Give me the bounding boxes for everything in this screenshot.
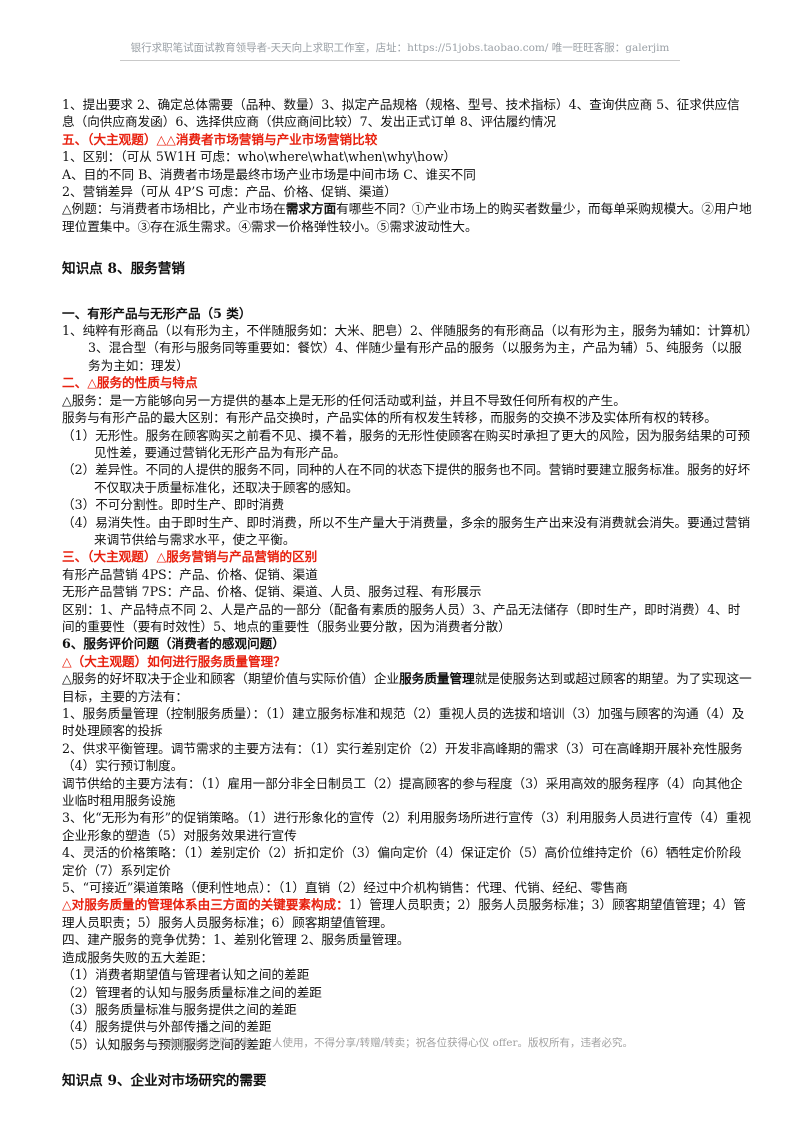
s4-line-2: 造成服务失败的五大差距： (62, 949, 214, 965)
section-6-title: 6、服务评价问题（消费者的感观问题） (62, 636, 285, 652)
s6-method-2: 2、供求平衡管理。调节需求的主要方法有：（1）实行差别定价（2）开发非高峰期的需… (62, 740, 743, 774)
s3-line-1: 有形产品营销 4PS：产品、价格、促销、渠道 (62, 566, 318, 582)
s1-line-1: 1、纯粹有形商品（以有形为主，不伴随服务如：大米、肥皂）2、伴随服务的有形商品（… (62, 323, 752, 373)
s3-line-2: 无形产品营销 7PS：产品、价格、促销、渠道、人员、服务过程、有形展示 (62, 584, 482, 600)
s3-line-3: 区别：1、产品特点不同 2、人是产品的一部分（配备有素质的服务人员）3、产品无法… (62, 601, 741, 634)
emphasis: 需求方面 (285, 201, 337, 217)
s2-item-4: （4）易消失性。由于即时生产、即时消费，所以不生产量大于消费量，多余的服务生产出… (62, 514, 751, 547)
s2-item-1: （1）无形性。服务在顾客购买之前看不见、摸不着，服务的无形性使顾客在购买时承担了… (62, 427, 751, 460)
gap-item: （3）服务质量标准与服务提供之间的差距 (62, 1001, 297, 1017)
gap-item: （4）服务提供与外部传播之间的差距 (62, 1019, 272, 1035)
s5-line-3: 2、营销差异（可从 4P’S 可虑：产品、价格、促销、渠道） (62, 184, 397, 200)
s6-method-5: 5、“可接近”渠道策略（便利性地点）：（1）直销（2）经过中介机构销售：代理、代… (62, 880, 628, 896)
knowledge-point-9-title: 知识点 9、企业对市场研究的需要 (62, 1073, 267, 1090)
s5-line-2: A、目的不同 B、消费者市场是最终市场产业市场是中间市场 C、谁买不同 (62, 166, 476, 182)
s6-method-3: 3、化“无形为有形”的促销策略。（1）进行形象化的宣传（2）利用服务场所进行宣传… (62, 810, 751, 843)
header-divider (120, 60, 680, 61)
s4-line-1: 四、建产服务的竞争优势：1、差别化管理 2、服务质量管理。 (62, 932, 410, 948)
section-3-title: 三、（大主观题）△服务营销与产品营销的区别 (62, 549, 318, 565)
s2-item-3: （3）不可分割性。即时生产、即时消费 (62, 497, 285, 513)
intro-steps: 1、提出要求 2、确定总体需要（品种、数量）3、拟定产品规格（规格、型号、技术指… (62, 97, 740, 130)
document-body: 1、提出要求 2、确定总体需要（品种、数量）3、拟定产品规格（规格、型号、技术指… (62, 96, 752, 1091)
section-2-title: 二、△服务的性质与特点 (62, 375, 198, 391)
s5-line-1: 1、区别：（可从 5W1H 可虑：who\where\what\when\why… (62, 149, 457, 165)
page-header: 银行求职笔试面试教育领导者-天天向上求职工作室，店址：https://51job… (130, 42, 670, 54)
s6-method-1: 1、服务质量管理（控制服务质量）：（1）建立服务标准和规范（2）重视人员的选拔和… (62, 706, 745, 739)
section-1-title: 一、有形产品与无形产品（5 类） (62, 305, 252, 321)
s6-key-elements: △对服务质量的管理体系由三方面的关键要素构成：1）管理人员职责；2）服务人员服务… (62, 897, 747, 930)
emphasis: 服务质量管理 (399, 671, 475, 687)
s2-difference: 服务与有形产品的最大区别：有形产品交换时，产品实体的所有权发生转移，而服务的交换… (62, 410, 717, 426)
s6-method-4: 4、灵活的价格策略：（1）差别定价（2）折扣定价（3）偏向定价（4）保证定价（5… (62, 845, 742, 878)
s6-question: △（大主观题）如何进行服务质量管理？ (62, 653, 286, 669)
s6-method-2b: 调节供给的主要方法有：（1）雇用一部分非全日制员工（2）提高顾客的参与程度（3）… (62, 775, 743, 809)
gap-item: （2）管理者的认知与服务质量标准之间的差距 (62, 984, 322, 1000)
knowledge-point-8-title: 知识点 8、服务营销 (62, 261, 185, 278)
s6-intro: △服务的好坏取决于企业和顾客（期望价值与实际价值）企业服务质量管理就是使服务达到… (62, 671, 752, 704)
gap-item: （5）认知服务与预测服务之间的差距 (62, 1036, 272, 1052)
s5-example: △例题：与消费者市场相比，产业市场在需求方面有哪些不同？①产业市场上的购买者数量… (62, 201, 752, 234)
gap-item: （1）消费者期望值与管理者认知之间的差距 (62, 967, 310, 983)
section-5-title: 五、（大主观题）△△消费者市场营销与产业市场营销比较 (62, 131, 378, 147)
s2-definition: △服务：是一方能够向另一方提供的基本上是无形的任何活动或利益，并且不导致任何所有… (62, 392, 626, 408)
s2-item-2: （2）差异性。不同的人提供的服务不同，同种的人在不同的状态下提供的服务也不同。营… (62, 462, 751, 495)
page-footer: 本资料仅限购买者一个人使用，不得分享/转赠/转卖；祝各位获得心仪 offer。版… (167, 1037, 633, 1049)
